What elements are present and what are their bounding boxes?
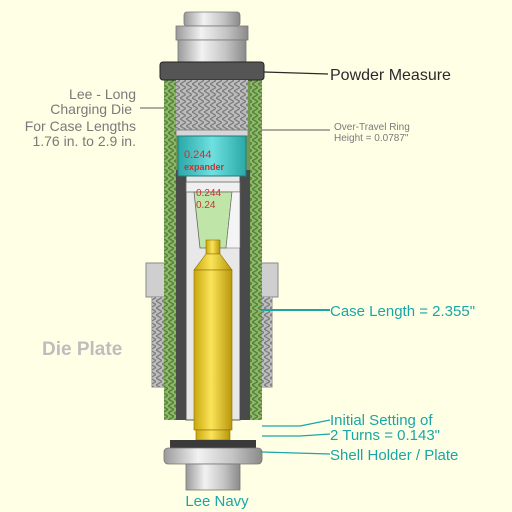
shell-holder [163,440,263,491]
powder-measure-adapter [159,11,265,132]
label-die-plate: Die Plate [42,339,122,360]
label-overtravel-line2: Height = 0.0787" [334,133,409,144]
label-initial-line1: Initial Setting of [330,412,433,429]
label-powder-measure: Powder Measure [330,67,451,84]
cartridge-case [193,239,233,441]
label-die-line1: Lee - Long [69,86,136,102]
label-case-length: Case Length = 2.355" [330,303,475,320]
label-die-line3: For Case Lengths [25,118,136,134]
over-travel-ring [175,129,249,137]
label-die-line2: Charging Die [50,101,132,117]
expander-code: 0.244 [184,149,212,161]
drop-tube: 0.244 0.24 [185,181,241,249]
expander-word: expander [184,162,225,172]
code-a: 0.244 [196,188,221,199]
label-die-line4: 1.76 in. to 2.9 in. [32,133,136,149]
code-b: 0.24 [196,200,216,211]
label-die-description: Lee - Long Charging Die For Case Lengths… [25,86,136,149]
label-lee-navy: Lee Navy [185,493,249,510]
expander: 0.244 expander [177,135,247,177]
label-initial-line2: 2 Turns = 0.143" [330,427,440,444]
label-shell-holder: Shell Holder / Plate [330,447,458,464]
leader-lines [140,71,331,455]
label-overtravel-line1: Over-Travel Ring [334,122,410,133]
